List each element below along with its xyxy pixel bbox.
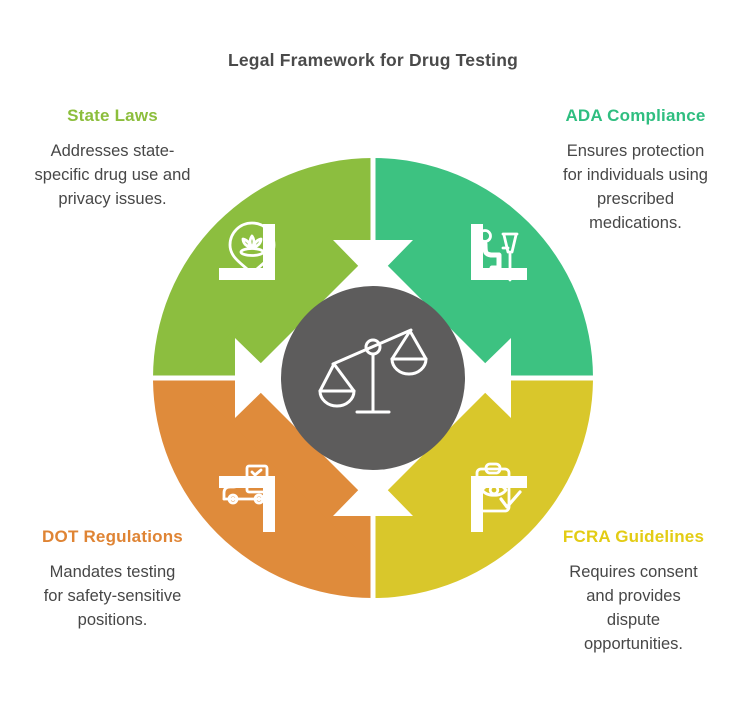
clipboard-eye-check-icon — [475, 462, 522, 513]
quadrant-description: Requires consent and provides dispute op… — [569, 563, 698, 653]
quadrant-heading: DOT Regulations — [42, 527, 183, 546]
quadrant-description: Ensures protection for individuals using… — [563, 142, 708, 232]
quadrant-text-ada-compliance: ADA Compliance Ensures protection for in… — [538, 106, 733, 235]
balance-scales-icon — [318, 328, 428, 414]
quadrant-wheel-diagram — [153, 158, 593, 598]
quadrant-description: Addresses state-specific drug use and pr… — [34, 142, 191, 208]
quadrant-text-dot-regulations: DOT Regulations Mandates testing for saf… — [15, 527, 210, 632]
person-with-crutch-icon — [475, 229, 519, 282]
quadrant-text-state-laws: State Laws Addresses state-specific drug… — [15, 106, 210, 211]
quadrant-heading: State Laws — [67, 106, 158, 125]
vehicle-checklist-icon — [222, 464, 269, 505]
quadrant-heading: ADA Compliance — [565, 106, 706, 125]
chevron-ada-compliance — [373, 191, 560, 378]
chevron-fcra-guidelines — [373, 378, 560, 565]
chevron-dot-regulations — [186, 378, 373, 565]
chevron-state-laws — [186, 191, 373, 378]
page-title: Legal Framework for Drug Testing — [227, 50, 518, 70]
quadrant-description: Mandates testing for safety-sensitive po… — [43, 563, 182, 629]
cardinal-white-wedges — [235, 240, 511, 516]
quadrant-text-fcra-guidelines: FCRA Guidelines Requires consent and pro… — [536, 527, 731, 656]
quadrant-heading: FCRA Guidelines — [562, 527, 705, 546]
lotus-location-pin-icon — [228, 221, 276, 276]
